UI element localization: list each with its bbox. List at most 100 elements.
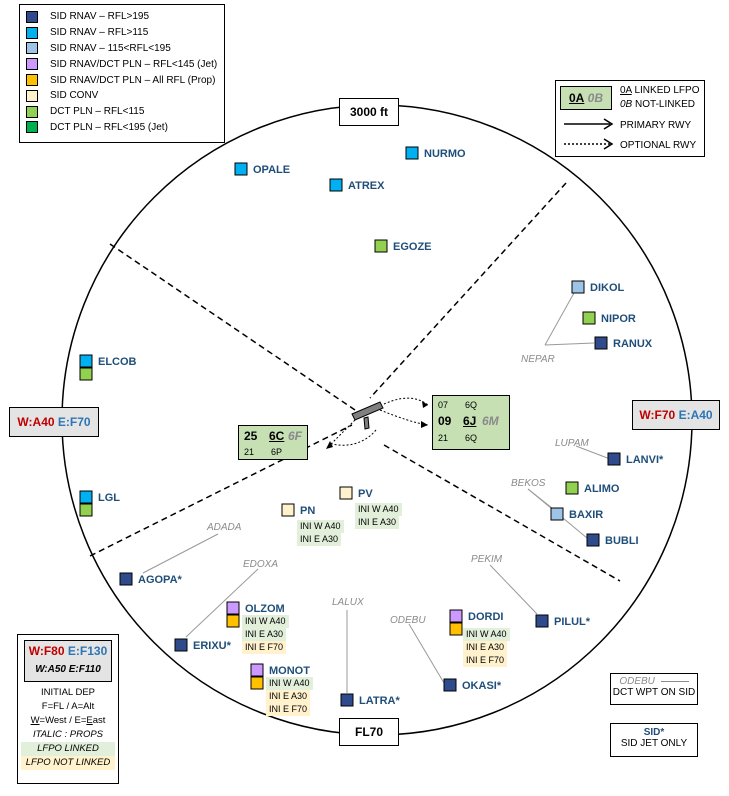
rwy-east-top-rwy: 07 xyxy=(438,400,449,410)
dct-waypoint-lupam: LUPAM xyxy=(555,438,589,449)
dct-line-nepar-dikol xyxy=(544,292,575,346)
runway-box-west: 25 6C 6F 21 6P xyxy=(238,425,308,460)
arrow-head-3 xyxy=(326,441,333,449)
bottom-altitude: FL70 xyxy=(354,725,383,739)
west-box-w: W:A40 xyxy=(17,415,55,429)
dct-line-pekim-pilul xyxy=(489,564,538,615)
waypoint-label: LATRA* xyxy=(359,695,400,707)
link-sample-notlinked: 0B xyxy=(587,91,604,105)
ini-pn-2: INI E A30 xyxy=(297,533,342,546)
ini-monot-1: INI W A40 xyxy=(266,677,313,690)
waypoint-okasi: OKASI* xyxy=(443,678,502,692)
top-altitude-box: 3000 ft xyxy=(339,98,399,126)
arrow-optional-west-2 xyxy=(331,429,377,446)
waypoint-symbol xyxy=(565,481,579,495)
dct-legend-top: ODEBU xyxy=(611,676,697,687)
key-w-bot: W:A50 xyxy=(35,664,66,675)
legend-item-7: DCT PLN – RFL<115 xyxy=(26,104,218,120)
legend-item-1: SID RNAV – RFL>195 xyxy=(26,9,218,25)
waypoint-symbol xyxy=(226,601,240,615)
dct-waypoint-pekim: PEKIM xyxy=(471,554,503,565)
key-w-letter: W xyxy=(30,715,40,726)
initial-dep-key: W:F80 E:F130 W:A50 E:F110 INITIAL DEP F=… xyxy=(17,634,119,784)
waypoint-label: AGOPA* xyxy=(138,574,183,586)
waypoint-label: RANUX xyxy=(613,338,653,350)
legend-swatch xyxy=(26,121,38,134)
waypoint-latra: LATRA* xyxy=(340,693,400,707)
waypoint-label: ATREX xyxy=(348,180,385,192)
waypoint-symbol xyxy=(374,239,388,253)
waypoint-erixu: ERIXU* xyxy=(174,638,232,652)
rwy-east-code-b: 6M xyxy=(482,414,499,428)
runway-strip-main xyxy=(351,401,384,421)
waypoint-lgl: LGL xyxy=(79,490,120,517)
waypoint-olzom: OLZOM xyxy=(226,601,285,628)
waypoint-symbol xyxy=(329,178,343,192)
waypoint-symbol xyxy=(582,311,596,325)
divider-se xyxy=(383,444,621,582)
rwy-east-top-code: 6Q xyxy=(465,400,478,410)
waypoint-symbol xyxy=(571,280,585,294)
waypoint-atrex: ATREX xyxy=(329,178,385,192)
waypoint-elcob: ELCOB xyxy=(79,354,137,381)
waypoint-pv: PV xyxy=(339,486,373,500)
top-altitude: 3000 ft xyxy=(349,105,389,119)
waypoint-label: PV xyxy=(358,488,373,500)
waypoint-symbol xyxy=(449,622,463,636)
dct-line-nepar-ranux xyxy=(544,342,595,346)
legend-item-2: SID RNAV – RFL>115 xyxy=(26,25,218,41)
sid-legend-text: SID JET ONLY xyxy=(620,738,688,749)
legend-swatch xyxy=(26,105,38,118)
legend-item-8: DCT PLN – RFL<195 (Jet) xyxy=(26,120,218,136)
waypoint-agopa: AGOPA* xyxy=(119,572,183,586)
ini-dordi-1: INI W A40 xyxy=(463,628,510,641)
waypoint-dikol: DIKOL xyxy=(571,280,625,294)
waypoint-symbol xyxy=(250,663,264,677)
rwy-east-main: 09 xyxy=(438,414,452,428)
runway-symbol xyxy=(326,397,429,449)
ini-pv-2: INI E A30 xyxy=(355,516,400,529)
dct-wpt-legend: ODEBU DCT WPT ON SID xyxy=(610,673,698,705)
dct-lines xyxy=(142,292,611,693)
tma-circle xyxy=(61,104,693,736)
waypoint-label: NURMO xyxy=(424,148,466,160)
sid-jet-legend: SID* SID JET ONLY xyxy=(610,723,698,757)
waypoint-label: OLZOM xyxy=(245,603,285,615)
ini-dordi-3: INI E F70 xyxy=(463,654,508,667)
sid-legend-title: SID* xyxy=(643,727,665,738)
link-legend: 0A 0B 0A LINKED LFPO 0B NOT-LINKED PRIMA… xyxy=(555,80,705,157)
waypoint-monot: MONOT xyxy=(250,663,310,690)
ini-olzom-1: INI W A40 xyxy=(242,615,289,628)
waypoint-label: LGL xyxy=(98,492,120,504)
legend-label: SID CONV xyxy=(50,90,99,102)
key-lfpo-linked: LFPO LINKED xyxy=(21,742,115,756)
waypoint-label: DIKOL xyxy=(590,282,625,294)
legend-label: SID RNAV/DCT PLN – RFL<145 (Jet) xyxy=(50,58,218,70)
legend-label: SID RNAV – RFL>115 xyxy=(50,27,149,39)
waypoint-symbol xyxy=(250,676,264,690)
waypoint-symbol xyxy=(79,367,93,381)
key-e-letter: E xyxy=(86,715,93,726)
sector-dividers xyxy=(89,182,621,582)
waypoint-symbol xyxy=(449,609,463,623)
waypoint-pn: PN xyxy=(281,503,315,517)
waypoint-symbol xyxy=(281,503,295,517)
waypoint-label: NIPOR xyxy=(601,313,636,325)
waypoint-symbol xyxy=(79,503,93,517)
legend-swatch xyxy=(26,26,38,39)
east-box-e: E:A40 xyxy=(678,408,713,422)
legend-swatch xyxy=(26,42,38,55)
waypoint-label: ELCOB xyxy=(98,356,137,368)
key-w-top: W:F80 xyxy=(28,644,65,658)
dct-legend-line xyxy=(660,680,689,682)
divider-nw xyxy=(109,243,356,411)
waypoint-symbol xyxy=(119,572,133,586)
dct-legend-wpt: ODEBU xyxy=(619,676,655,687)
waypoint-egoze: EGOZE xyxy=(374,239,432,253)
east-box-w: W:F70 xyxy=(639,408,676,422)
dct-waypoint-adada: ADADA xyxy=(206,522,242,533)
waypoint-symbol xyxy=(535,614,549,628)
waypoint-symbol xyxy=(607,452,621,466)
